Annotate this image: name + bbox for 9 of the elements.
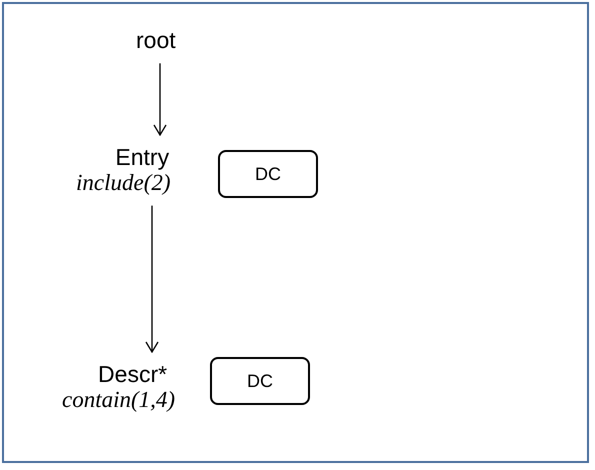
occurrence-label: include(2) [76, 170, 171, 196]
arrow [153, 63, 167, 136]
arrow [145, 206, 159, 353]
occurrence-label: contain(1,4) [62, 387, 176, 413]
element-label: Descr* [98, 362, 168, 388]
element-label: Entry [114, 145, 170, 170]
rounded-box: DC [218, 150, 318, 198]
rounded-box: DC [210, 357, 310, 405]
element-label: root [136, 28, 176, 54]
